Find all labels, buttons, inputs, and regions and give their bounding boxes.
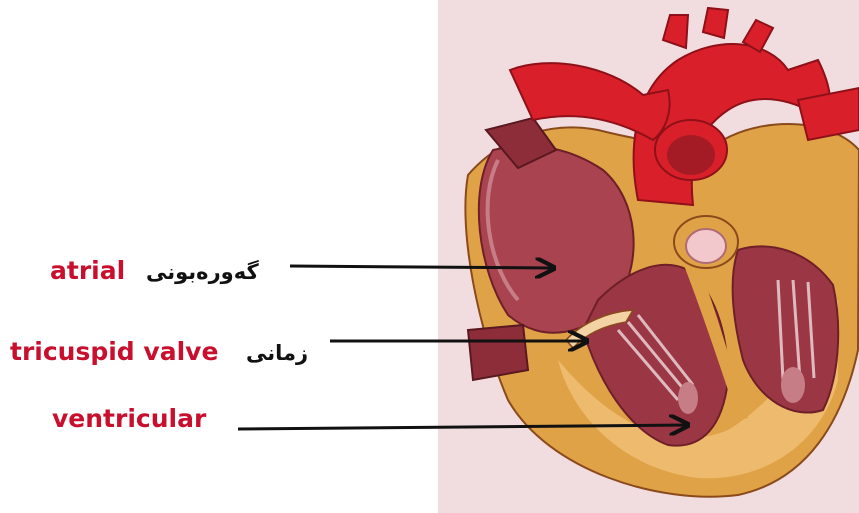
tricuspid-valve-kurdish-label: زمانی bbox=[246, 341, 308, 365]
ventricular-pointer-arrow bbox=[238, 425, 686, 429]
tricuspid-valve-label: tricuspid valve bbox=[10, 337, 218, 366]
atrial-label: atrial bbox=[50, 256, 125, 285]
atrial-pointer-arrow bbox=[290, 266, 552, 268]
ventricular-label: ventricular bbox=[52, 404, 206, 433]
atrial-kurdish-label: گەورەبونی bbox=[146, 260, 259, 284]
